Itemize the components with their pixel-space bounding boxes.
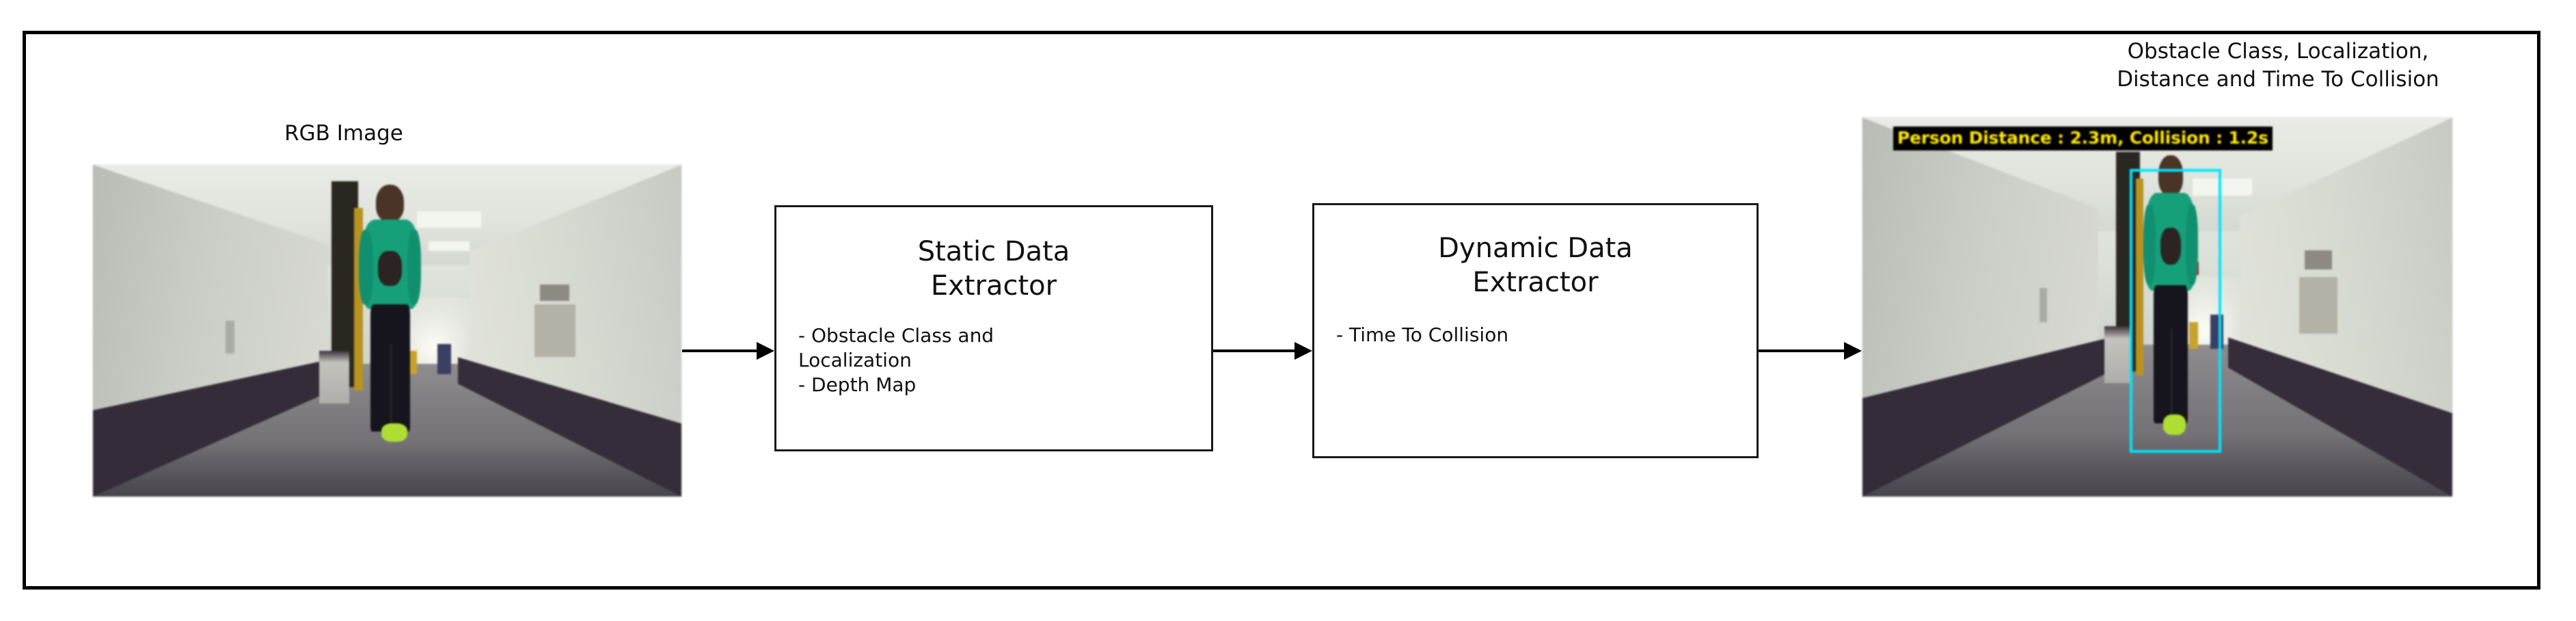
arrow-shaft <box>1213 349 1297 352</box>
stage-box-dynamic-data-extractor[interactable]: Dynamic Data Extractor - Time To Collisi… <box>1312 203 1759 458</box>
annotated-output-image: Person Distance : 2.3m, Collision : 1.2s <box>1862 118 2452 497</box>
ceiling-light-icon <box>416 211 482 228</box>
corridor-scene-input <box>93 165 681 497</box>
person-leg-gap <box>2170 328 2172 423</box>
water-fountain <box>2299 276 2337 334</box>
blue-bin <box>437 343 452 374</box>
person-figure <box>2140 155 2202 443</box>
detection-label-banner: Person Distance : 2.3m, Collision : 1.2s <box>1893 126 2273 150</box>
arrow-shaft <box>682 349 759 352</box>
arrow-head-icon <box>757 342 774 360</box>
person-arm-left <box>2143 204 2156 285</box>
stage-bullet-item: - Time To Collision <box>1336 323 1509 346</box>
wall-plate <box>225 320 234 354</box>
person-shoe <box>2163 414 2186 435</box>
arrow-image-to-static <box>682 341 774 361</box>
person-legs <box>370 304 410 432</box>
door-frame-yellow <box>2135 178 2143 375</box>
person-arm-left <box>359 230 373 304</box>
output-image-caption: Obstacle Class, Localization, Distance a… <box>2117 39 2439 92</box>
wall-plate <box>2039 288 2048 323</box>
stage-title-dynamic: Dynamic Data Extractor <box>1438 233 1633 298</box>
person-bounding-box <box>2129 168 2221 453</box>
trash-can <box>2104 326 2131 383</box>
arrow-static-to-dynamic <box>1213 341 1314 361</box>
arrow-dynamic-to-output <box>1759 341 1865 361</box>
person-head <box>2158 155 2184 196</box>
stage-title-static: Static Data Extractor <box>917 236 1070 302</box>
person-legs <box>2153 285 2188 423</box>
rgb-image-caption: RGB Image <box>284 121 403 146</box>
arrow-head-icon <box>1294 342 1312 360</box>
person-hands <box>2160 227 2182 265</box>
person-shoe <box>381 423 407 442</box>
stage-bullets-dynamic: - Time To Collision <box>1336 323 1743 347</box>
wall-fixture <box>540 284 570 301</box>
person-leg-gap <box>390 343 392 432</box>
wall-fixture <box>2305 250 2332 269</box>
arrow-head-icon <box>1844 342 1862 360</box>
stage-bullet-item: - Obstacle Class and Localization <box>798 324 994 371</box>
rgb-input-image <box>93 165 681 497</box>
person-figure <box>355 185 425 450</box>
figure-outer-frame: RGB Image <box>23 31 2540 590</box>
arrow-shaft <box>1759 349 1846 352</box>
person-hands <box>378 251 403 286</box>
person-arm-right <box>407 230 422 304</box>
water-fountain <box>534 304 576 358</box>
person-arm-right <box>2185 204 2198 285</box>
ceiling-light-icon <box>428 241 470 252</box>
stage-box-static-data-extractor[interactable]: Static Data Extractor - Obstacle Class a… <box>774 205 1213 451</box>
person-head <box>376 185 405 222</box>
ceiling-light-icon <box>2193 178 2252 196</box>
stage-bullet-item: - Depth Map <box>798 373 917 396</box>
corridor-scene-output <box>1862 118 2452 497</box>
trash-can <box>319 350 349 404</box>
yellow-object <box>2189 322 2199 349</box>
stage-bullets-static: - Obstacle Class and Localization - Dept… <box>798 323 1197 397</box>
